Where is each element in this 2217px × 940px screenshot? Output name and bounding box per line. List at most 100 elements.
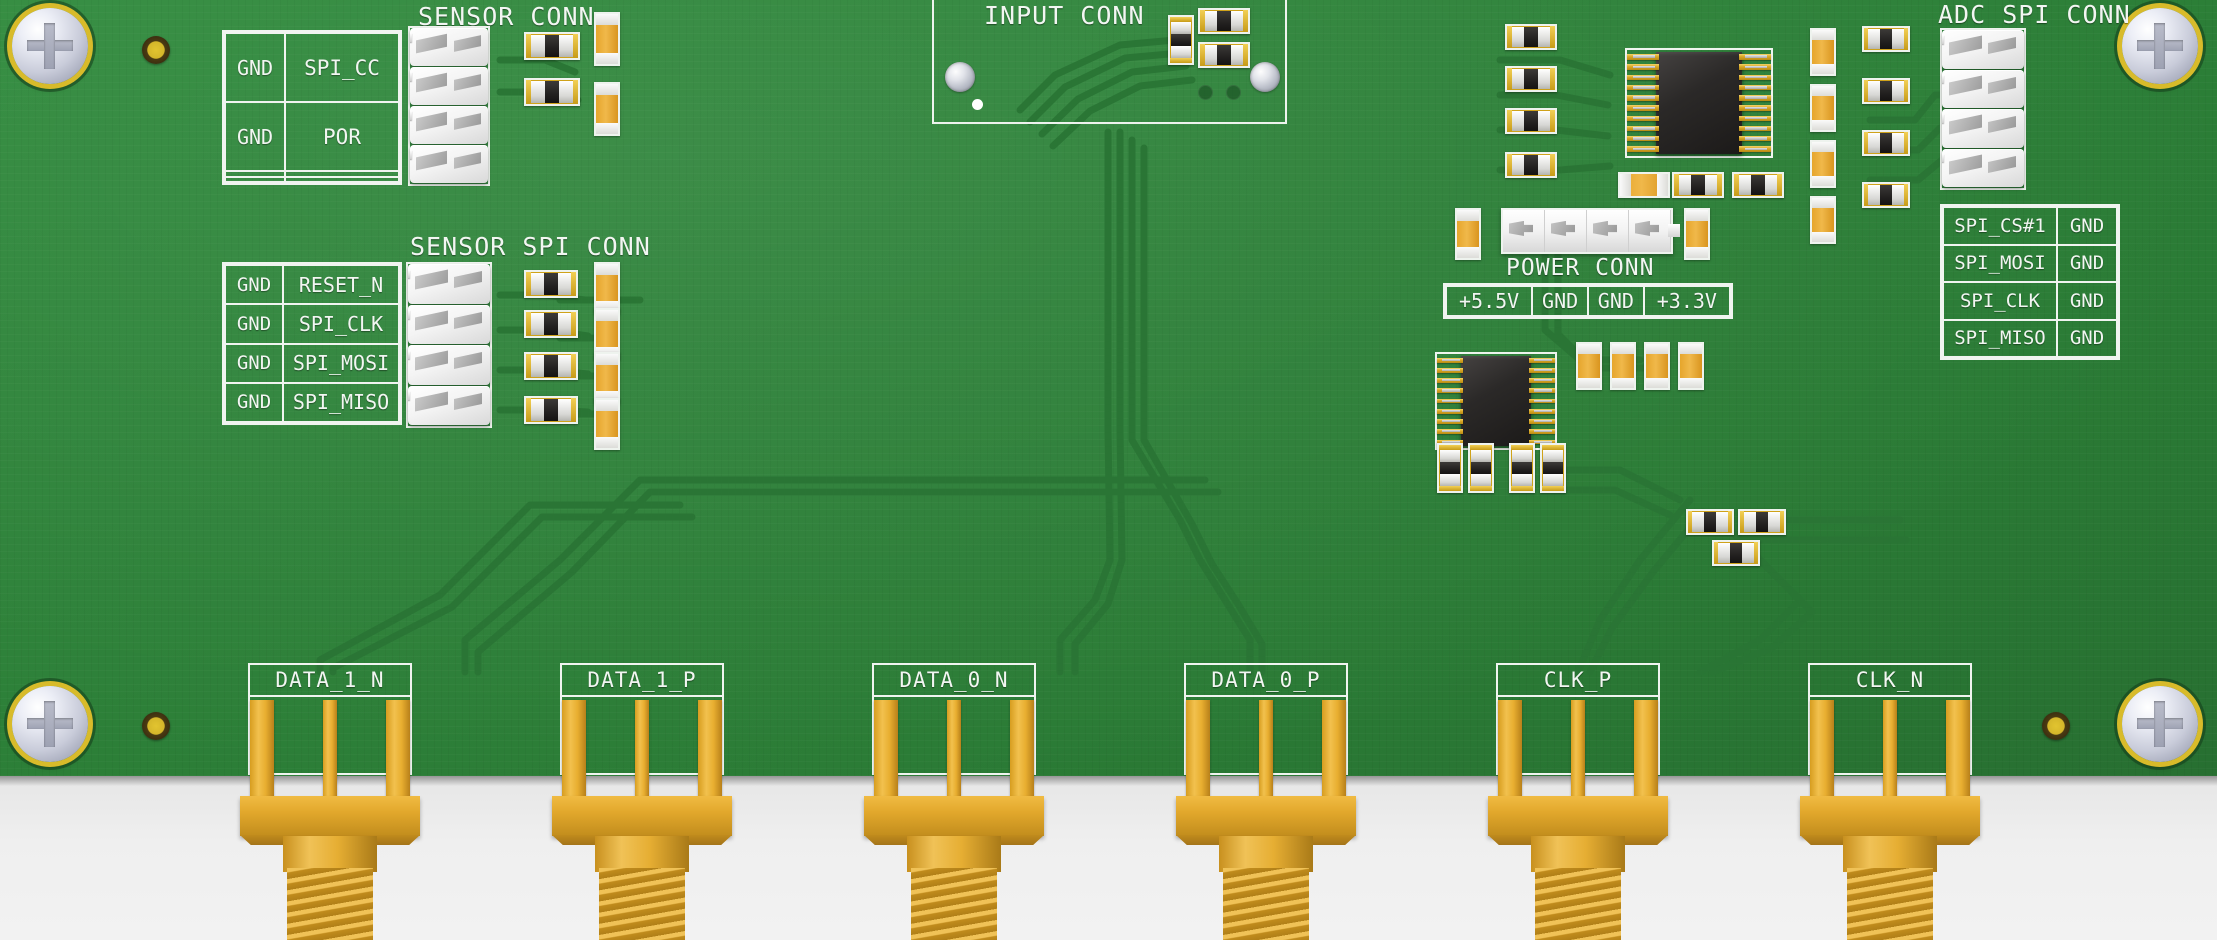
capacitor-terminal — [596, 437, 618, 448]
ic-pins-left — [1627, 54, 1659, 152]
adc-spi-conn-header[interactable] — [1940, 28, 2026, 190]
pad — [1170, 17, 1192, 22]
table-row: +5.5V GND GND +3.3V — [1444, 285, 1732, 317]
sma-center-pin — [635, 700, 649, 796]
terminal — [1537, 27, 1551, 47]
terminal — [1704, 175, 1718, 195]
screw-slot-vertical — [43, 701, 56, 747]
sma-pins — [552, 700, 732, 796]
ic-pin — [1437, 408, 1463, 414]
test-pad — [1198, 85, 1213, 100]
connector-pin-shroud[interactable] — [1942, 30, 2024, 69]
connector-pin-shroud[interactable] — [1942, 109, 2024, 148]
pad — [526, 398, 531, 422]
capacitor-terminal — [1612, 344, 1634, 354]
sma-connector-data-0-n[interactable] — [864, 700, 1044, 940]
resistor-body — [1691, 175, 1705, 195]
power-pin-3[interactable] — [1587, 210, 1629, 252]
ic-chip-upper — [1625, 48, 1773, 158]
ic-pin — [1437, 357, 1463, 363]
terminal — [1230, 11, 1244, 31]
ic-pin — [1437, 429, 1463, 435]
sma-connector-data-1-p[interactable] — [552, 700, 732, 940]
terminal — [1171, 46, 1191, 59]
sma-flange — [240, 796, 420, 836]
ic-pin — [1529, 439, 1555, 445]
smd-resistor — [1505, 152, 1557, 178]
ic-pin — [1739, 105, 1771, 111]
sma-connector-clk-n[interactable] — [1800, 700, 1980, 940]
pad — [572, 80, 578, 104]
smd-resistor — [524, 270, 578, 298]
ic-chip-lower — [1435, 352, 1557, 450]
smd-capacitor — [594, 352, 620, 404]
sma-connector-data-0-p[interactable] — [1176, 700, 1356, 940]
connector-pin-shroud[interactable] — [410, 145, 488, 183]
smd-resistor — [1738, 509, 1786, 535]
sma-connector-clk-p[interactable] — [1488, 700, 1668, 940]
pad — [1470, 486, 1492, 491]
sma-threaded-body — [910, 868, 998, 940]
connector-pin-shroud[interactable] — [1942, 148, 2024, 187]
sma-ground-pin — [874, 700, 898, 796]
capacitor-terminal — [1578, 378, 1600, 388]
power-pin-4[interactable] — [1629, 210, 1680, 252]
input-conn-title: INPUT CONN — [984, 1, 1145, 30]
power-conn-header[interactable] — [1501, 208, 1680, 254]
connector-pin-shroud[interactable] — [408, 345, 490, 385]
smd-capacitor — [594, 82, 620, 136]
ic-pins-left — [1437, 357, 1463, 445]
smd-resistor — [524, 396, 578, 424]
resistor-body — [1217, 45, 1231, 65]
sensor-spi-conn-header[interactable] — [406, 262, 492, 428]
pad — [1903, 132, 1908, 154]
sma-pins — [864, 700, 1044, 796]
cell-signal: SPI_MISO — [282, 381, 400, 424]
pin-tab — [410, 72, 412, 81]
power-pin-1[interactable] — [1503, 210, 1545, 252]
power-pin-2[interactable] — [1545, 210, 1587, 252]
cell-gnd: GND — [224, 31, 286, 104]
resistor-body — [1440, 461, 1460, 475]
smd-resistor — [1505, 66, 1557, 92]
ic-pin — [1627, 136, 1659, 142]
connector-pin-shroud[interactable] — [408, 385, 490, 425]
pad — [1903, 80, 1908, 102]
connector-pin-shroud[interactable] — [408, 304, 490, 344]
smd-capacitor — [1684, 208, 1710, 260]
terminal — [559, 35, 573, 57]
table-row: SPI_MISO GND — [1942, 318, 2118, 358]
sensor-conn-header[interactable] — [408, 26, 490, 186]
connector-pin-shroud[interactable] — [410, 28, 488, 66]
sma-label-data-1-n: DATA_1_N — [248, 663, 412, 697]
connector-pin-shroud[interactable] — [408, 264, 490, 304]
capacitor-terminal — [1812, 64, 1834, 74]
sma-ground-pin — [1810, 700, 1834, 796]
sma-connector-data-1-n[interactable] — [240, 700, 420, 940]
ic-pin — [1739, 95, 1771, 101]
smd-resistor — [1505, 24, 1557, 50]
pad — [1542, 445, 1564, 450]
sma-label-data-1-p: DATA_1_P — [560, 663, 724, 697]
pad — [1550, 154, 1555, 176]
terminal — [1868, 185, 1880, 205]
terminal — [531, 355, 544, 377]
mounting-screw-bottom-left — [12, 686, 88, 762]
connector-pin-shroud[interactable] — [410, 106, 488, 144]
connector-pin-shroud[interactable] — [1942, 69, 2024, 108]
terminal — [558, 313, 571, 335]
connector-pin-shroud[interactable] — [410, 67, 488, 105]
pin-tab — [408, 350, 410, 360]
smd-resistor — [1686, 509, 1734, 535]
pad — [1542, 486, 1564, 491]
cell-signal: SPI_MOSI — [282, 342, 400, 384]
terminal — [1471, 474, 1491, 487]
pad — [1243, 44, 1248, 66]
capacitor-terminal — [1457, 210, 1479, 221]
smd-resistor — [1712, 540, 1760, 566]
table-row: GND SPI_MISO — [224, 381, 400, 424]
ic-pin — [1627, 74, 1659, 81]
capacitor-terminal — [596, 391, 618, 402]
sensor-spi-conn-title: SENSOR SPI CONN — [410, 232, 651, 261]
